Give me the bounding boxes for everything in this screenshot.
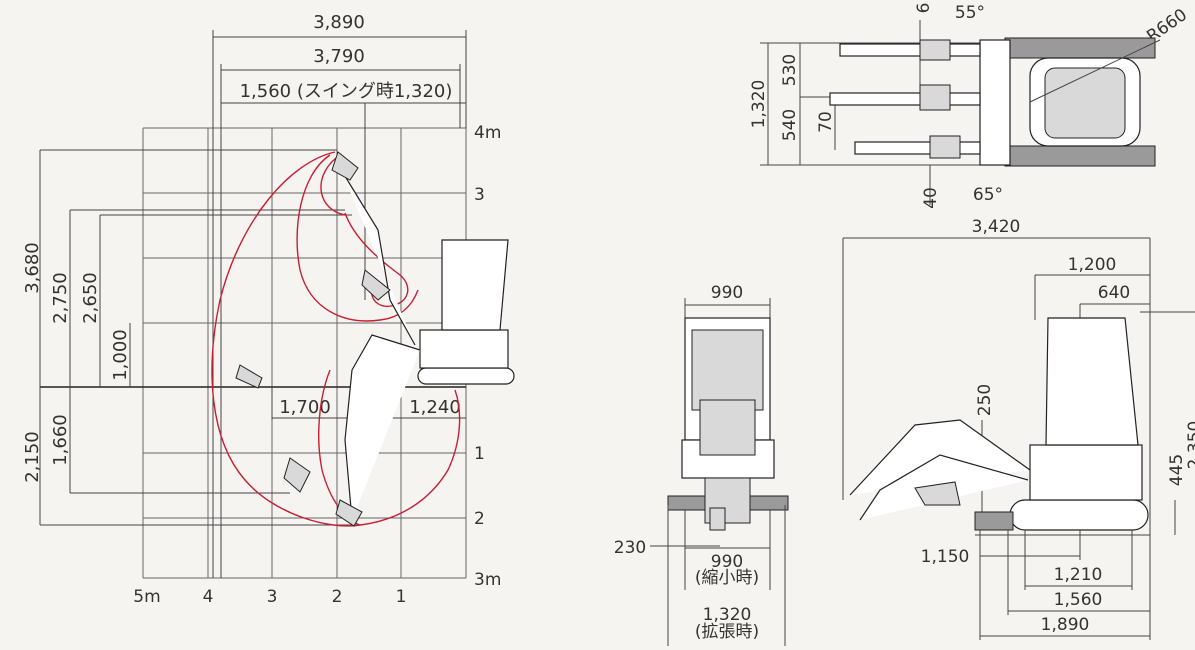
dim-1000: 1,000	[110, 329, 131, 381]
x-tick-5m: 5m	[133, 587, 160, 607]
angle-65: 65°	[973, 185, 1003, 205]
front-width-1320: 1,320	[703, 605, 752, 625]
x-tick-4: 4	[203, 587, 214, 607]
dim-3890: 3,890	[313, 12, 365, 33]
excavator-top-silhouette	[829, 37, 1161, 167]
working-range-diagram: 3,890 3,790 1,560 (スイング時1,320) 3,680 2,7…	[22, 12, 515, 607]
dim-530: 530	[780, 54, 800, 86]
top-view-diagram: 1,320 530 540 70 40 6 55° 65° R660	[749, 3, 1191, 209]
front-width-note-shrunk: (縮小時)	[695, 568, 759, 588]
x-tick-1: 1	[396, 587, 407, 607]
x-tick-3: 3	[267, 587, 278, 607]
working-envelope	[211, 151, 461, 527]
angle-55: 55°	[955, 3, 985, 23]
excavator-side-silhouette	[849, 317, 1149, 531]
side-height-2350: 2,350	[1185, 421, 1195, 470]
dim-1560-swing: 1,560 (スイング時1,320)	[240, 81, 453, 102]
dim-540: 540	[780, 109, 800, 141]
side-dim-1150: 1,150	[921, 547, 970, 567]
side-length-3420: 3,420	[972, 217, 1021, 237]
side-dim-640: 640	[1098, 283, 1130, 303]
dim-3790: 3,790	[313, 46, 365, 67]
side-dim-1200: 1,200	[1068, 255, 1117, 275]
front-height-230: 230	[614, 538, 646, 558]
dim-2150: 2,150	[22, 431, 43, 483]
y-tick-3: 3	[474, 185, 485, 205]
dim-1240: 1,240	[409, 397, 461, 418]
side-dim-1890: 1,890	[1041, 615, 1090, 635]
dim-1660: 1,660	[50, 414, 71, 466]
dim-2650: 2,650	[80, 272, 101, 324]
dim-3680: 3,680	[22, 242, 43, 294]
front-view-diagram: 990 230 990 (縮小時) 1,320 (拡張時)	[614, 283, 789, 646]
y-tick-3m: 3m	[474, 570, 501, 590]
side-dim-1210: 1,210	[1054, 565, 1103, 585]
excavator-working-pose	[235, 151, 515, 527]
front-width-990-bottom: 990	[711, 552, 743, 572]
y-tick-1: 1	[474, 444, 485, 464]
dim-1700: 1,700	[279, 397, 331, 418]
excavator-front-silhouette	[667, 317, 789, 531]
dim-40: 40	[921, 187, 941, 209]
y-tick-4m: 4m	[474, 123, 501, 143]
side-height-250: 250	[975, 384, 995, 416]
x-tick-2: 2	[332, 587, 343, 607]
front-width-990: 990	[711, 283, 743, 303]
y-tick-2: 2	[474, 509, 485, 529]
dim-70: 70	[816, 111, 836, 133]
side-height-445: 445	[1167, 454, 1187, 486]
front-width-note-expanded: (拡張時)	[695, 622, 759, 642]
side-view-diagram: 3,420 1,200 640 250 445 2,350 1,150 1,2	[842, 217, 1195, 640]
dim-1320-top: 1,320	[749, 80, 769, 129]
dim-small-top: 6	[914, 3, 934, 14]
dim-2750: 2,750	[50, 272, 71, 324]
side-dim-1560: 1,560	[1054, 590, 1103, 610]
